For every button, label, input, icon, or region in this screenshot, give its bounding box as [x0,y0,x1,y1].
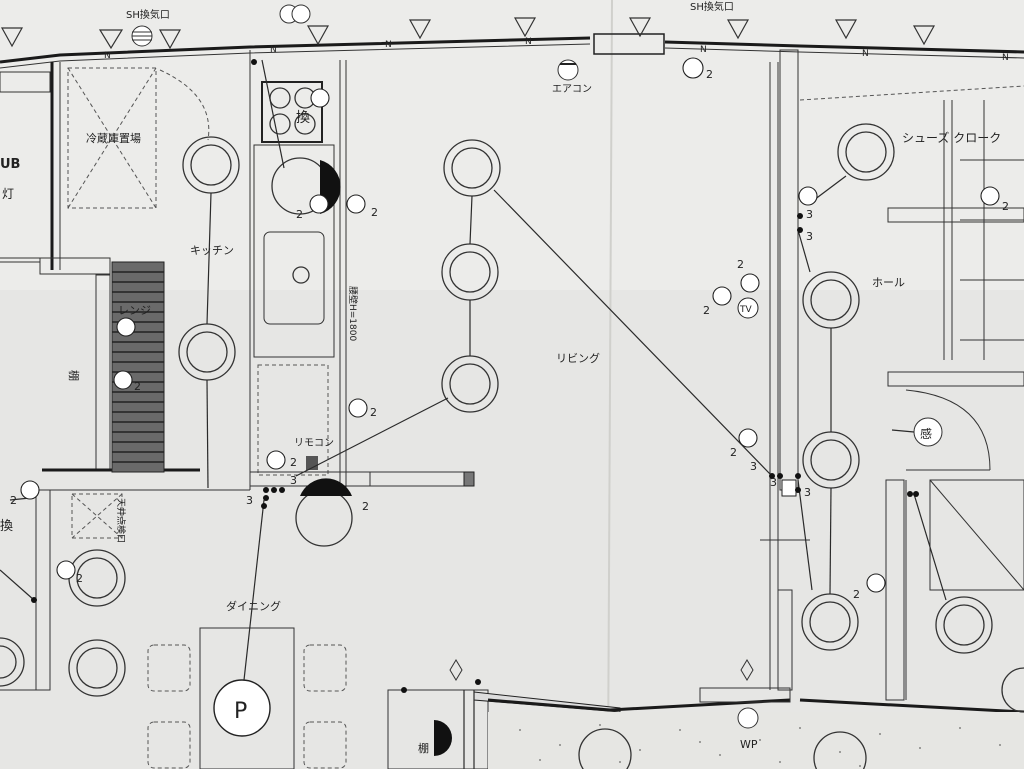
exchange-fan-label-left: 換 [0,519,13,534]
downlight-right-edge [1001,667,1024,713]
dining-label: ダイニング [226,599,281,613]
shelf-light-half [434,720,452,756]
hall-walls [799,85,1024,701]
svg-text:2: 2 [730,446,737,459]
svg-text:N: N [862,49,869,59]
svg-text:3: 3 [806,230,813,243]
counter-height-label: 腰壁H=1800 [347,286,359,341]
downlight-shoe [837,123,895,181]
junction-dots [31,59,919,693]
svg-text:2: 2 [737,258,744,271]
downlight-room-right [935,596,993,654]
light-label: 灯 [2,187,14,201]
ceiling-hatch-label: 天井点検口 [115,498,127,543]
svg-text:2: 2 [10,494,17,507]
ceiling-hatch-area [71,493,123,539]
svg-text:N: N [525,37,532,47]
circuit-numbers: 2 2 2 2 2 2 2 2 2 2 2 2 2 2 3 3 3 3 3 3 … [10,68,1009,601]
pendant-p-marker [213,679,271,737]
svg-text:2: 2 [296,208,303,221]
switch-symbols [20,57,1000,593]
svg-text:2: 2 [371,206,378,219]
downlight-bottom-2 [813,731,867,769]
svg-text:3: 3 [750,460,757,473]
aircon-label: エアコン [552,84,592,95]
living-right-walls [760,49,810,691]
kitchen-label: キッチン [190,244,234,257]
tv-outlet [737,297,759,319]
wp-outlet [737,707,759,729]
sh-vent-label-right: SH換気口 [690,0,734,13]
svg-text:3: 3 [806,208,813,221]
svg-text:N: N [700,45,707,55]
downlight-bottom-1 [578,728,632,769]
ub-label: UB [0,157,20,172]
fridge-area [67,67,210,209]
dining-table [147,627,347,769]
svg-text:3: 3 [770,476,777,489]
wiring [0,59,947,769]
paper-shadow [0,290,1024,769]
svg-text:2: 2 [362,500,369,513]
staircase-hatch [111,261,165,473]
kitchen-fixtures [249,50,347,490]
svg-text:2: 2 [706,68,713,81]
svg-text:N: N [1002,53,1009,63]
svg-text:3: 3 [246,494,253,507]
svg-text:N: N [385,40,392,50]
svg-text:N: N [270,45,277,55]
kitchen-exchange-label: 換 [296,110,310,126]
svg-text:N: N [104,51,111,61]
svg-text:3: 3 [290,474,297,487]
living-label: リビング [556,351,600,365]
range-label: レンジ [118,304,151,317]
svg-text:2: 2 [370,406,377,419]
remote-label: リモコン [294,438,334,449]
downlight-left-edge [0,637,25,687]
hall-label: ホール [872,276,905,289]
svg-text:2: 2 [703,304,710,317]
svg-text:2: 2 [290,456,297,469]
downlight-dining-2 [68,639,126,697]
sensor-label: 感 [920,426,932,441]
paper-fold [607,0,613,769]
shelf-label-left: 棚 [67,370,81,381]
pendant-p-label: P [234,699,247,724]
shelf-label-bottom: 棚 [418,741,429,755]
sh-vent-right [279,4,311,24]
counter-light-half [300,478,352,496]
svg-text:2: 2 [76,572,83,585]
ceiling-vent-markers [0,17,936,50]
left-walls [0,62,250,691]
aircon-outlet [557,59,579,81]
sh-vent-left [131,25,153,47]
window-marks: N N N N N N N [104,37,1009,63]
wp-label: WP [740,738,758,751]
fridge-area-label: 冷蔵庫置場 [86,131,141,145]
exterior-top-wall [0,33,1024,69]
svg-text:2: 2 [1002,200,1009,213]
svg-text:2: 2 [853,588,860,601]
tv-label: TV [739,305,752,315]
svg-text:2: 2 [134,380,141,393]
sh-vent-label-left: SH換気口 [126,8,170,21]
svg-text:3: 3 [804,486,811,499]
